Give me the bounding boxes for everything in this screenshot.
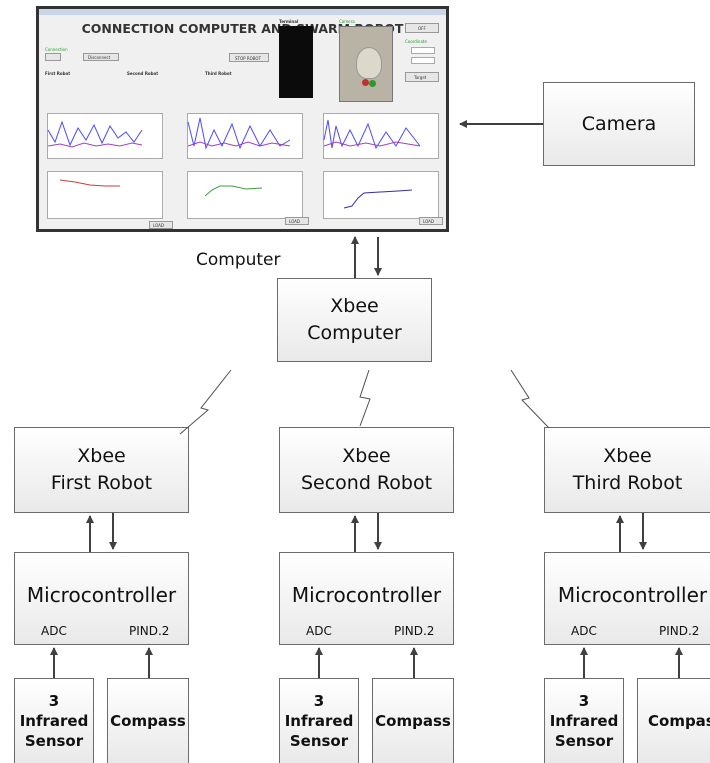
terminal-output bbox=[279, 26, 313, 98]
first-robot-heading: First Robot bbox=[45, 71, 71, 76]
screenshot-plot-traces bbox=[47, 117, 421, 209]
trajectory-third-robot bbox=[323, 171, 439, 219]
computer-label: Computer bbox=[196, 250, 281, 270]
xbee-computer-line2: Computer bbox=[307, 322, 402, 344]
coordinate-label: Coordinate bbox=[405, 39, 427, 44]
load-button-2[interactable]: LOAD bbox=[285, 217, 309, 225]
wireless-link-first-robot-icon bbox=[179, 369, 232, 435]
disconnect-button[interactable]: Disconnect bbox=[83, 53, 119, 61]
compass-second-robot: Compass bbox=[372, 678, 454, 763]
compass-third-robot: Compass bbox=[637, 678, 710, 763]
xbee-computer-line1: Xbee bbox=[330, 295, 379, 317]
xbee-third-robot-line1: Xbee bbox=[603, 445, 652, 467]
camera-label: Camera bbox=[581, 112, 657, 135]
adc-port-label: ADC bbox=[41, 624, 67, 638]
target-button[interactable]: Target bbox=[405, 72, 439, 82]
second-robot-heading: Second Robot bbox=[127, 71, 159, 76]
xbee-first-robot-line2: First Robot bbox=[50, 472, 153, 494]
pind-port-label: PIND.2 bbox=[659, 624, 700, 638]
camera-box: Camera bbox=[543, 82, 695, 166]
off-button[interactable]: OFF bbox=[405, 23, 439, 33]
xbee-first-robot-line1: Xbee bbox=[77, 445, 126, 467]
adc-port-label: ADC bbox=[571, 624, 597, 638]
camera-preview bbox=[339, 26, 393, 102]
third-robot-heading: Third Robot bbox=[205, 71, 232, 76]
load-button-1[interactable]: LOAD bbox=[149, 221, 173, 229]
xbee-second-robot-box: Xbee Second Robot bbox=[279, 427, 454, 513]
xbee-second-robot-line2: Second Robot bbox=[300, 472, 433, 494]
trajectory-first-robot bbox=[47, 171, 163, 219]
microcontroller-third-robot: Microcontroller ADC PIND.2 bbox=[544, 552, 710, 645]
coordinate-x-field[interactable] bbox=[411, 47, 435, 54]
coordinate-y-field[interactable] bbox=[411, 57, 435, 64]
xbee-first-robot-box: Xbee First Robot bbox=[14, 427, 189, 513]
xbee-second-robot-line1: Xbee bbox=[342, 445, 391, 467]
compass-first-robot: Compass bbox=[107, 678, 189, 763]
stop-robot-button[interactable]: STOP ROBOT bbox=[229, 53, 269, 62]
connection-label: Connection bbox=[45, 47, 68, 52]
load-button-3[interactable]: LOAD bbox=[419, 217, 443, 225]
pind-port-label: PIND.2 bbox=[129, 624, 170, 638]
microcontroller-label: Microcontroller bbox=[26, 583, 177, 607]
terminal-label: Terminal bbox=[279, 19, 299, 24]
wireless-link-third-robot-icon bbox=[510, 369, 550, 429]
infrared-sensor-second-robot: 3 Infrared Sensor bbox=[279, 678, 359, 763]
plot-third-robot bbox=[323, 113, 439, 159]
pind-port-label: PIND.2 bbox=[394, 624, 435, 638]
infrared-sensor-third-robot: 3 Infrared Sensor bbox=[544, 678, 624, 763]
microcontroller-second-robot: Microcontroller ADC PIND.2 bbox=[279, 552, 454, 645]
microcontroller-label: Microcontroller bbox=[557, 583, 708, 607]
wireless-link-second-robot-icon bbox=[359, 369, 371, 427]
camera-section-label: Camera bbox=[339, 19, 355, 24]
window-titlebar bbox=[39, 9, 446, 15]
microcontroller-label: Microcontroller bbox=[291, 583, 442, 607]
software-screenshot: CONNECTION COMPUTER AND SWARM ROBOT Conn… bbox=[36, 6, 449, 232]
screenshot-title: CONNECTION COMPUTER AND SWARM ROBOT bbox=[81, 21, 404, 36]
adc-port-label: ADC bbox=[306, 624, 332, 638]
xbee-third-robot-box: Xbee Third Robot bbox=[544, 427, 710, 513]
microcontroller-first-robot: Microcontroller ADC PIND.2 bbox=[14, 552, 189, 645]
xbee-third-robot-line2: Third Robot bbox=[572, 472, 683, 494]
infrared-sensor-first-robot: 3 Infrared Sensor bbox=[14, 678, 94, 763]
xbee-computer-box: Xbee Computer bbox=[277, 278, 432, 362]
port-select[interactable] bbox=[45, 53, 61, 61]
